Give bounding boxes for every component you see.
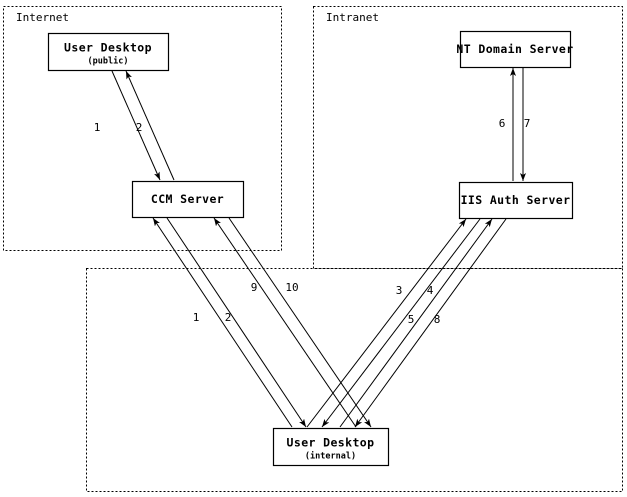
flow-step-label-flow-3: 3 (396, 284, 403, 297)
node-title-ccm-server: CCM Server (151, 192, 224, 206)
node-iis-auth-server[interactable]: IIS Auth Server (458, 181, 574, 220)
node-box-user-desktop-public[interactable] (47, 32, 170, 72)
zone-boundaries: Internet Intranet (3, 6, 623, 492)
node-ccm-server[interactable]: CCM Server (131, 180, 245, 219)
zone-boundary-internet (3, 6, 282, 251)
flow-step-label-flow-1-public: 1 (94, 121, 101, 134)
flow-step-label-flow-9: 9 (251, 281, 258, 294)
node-title-user-desktop-public: User Desktop (64, 41, 152, 55)
flow-step-label-flow-7: 7 (524, 117, 531, 130)
flow-step-labels: 1 2 6 7 1 2 9 10 3 4 5 8 (94, 117, 531, 326)
node-title-nt-domain-server: NT Domain Server (456, 42, 573, 56)
flow-step-label-flow-1-internal: 1 (193, 311, 200, 324)
node-subtitle-user-desktop-internal: (internal) (305, 451, 356, 462)
node-user-desktop-public[interactable]: User Desktop(public) (47, 32, 170, 72)
node-nt-domain-server[interactable]: NT Domain Server (456, 30, 573, 69)
flow-arrow-flow-2-internal (166, 217, 307, 428)
flow-step-label-flow-8: 8 (434, 313, 441, 326)
flow-arrow-flow-5 (339, 218, 493, 428)
node-title-user-desktop-internal: User Desktop (287, 436, 375, 450)
flow-step-label-flow-2-public: 2 (136, 121, 143, 134)
zone-boundary-internal (86, 268, 623, 492)
node-title-iis-auth-server: IIS Auth Server (461, 193, 571, 207)
flow-arrow-flow-3 (306, 218, 467, 428)
flow-step-label-flow-10: 10 (285, 281, 298, 294)
flow-step-label-flow-5: 5 (408, 313, 415, 326)
flow-arrow-flow-1-public (111, 70, 161, 181)
flow-arrow-flow-10 (228, 217, 372, 428)
node-user-desktop-internal[interactable]: User Desktop(internal) (272, 427, 390, 467)
flow-step-label-flow-2-internal: 2 (225, 311, 232, 324)
node-box-ccm-server[interactable] (131, 180, 245, 219)
flow-arrow-flow-1-internal (152, 217, 293, 428)
flow-arrow-flow-2-public (125, 70, 175, 181)
zone-label-intranet: Intranet (326, 11, 379, 24)
flow-arrow-flow-4 (321, 218, 481, 428)
zone-label-internet: Internet (16, 11, 69, 24)
node-box-nt-domain-server[interactable] (459, 30, 572, 69)
flow-arrow-flow-9 (213, 217, 357, 428)
node-subtitle-user-desktop-public: (public) (88, 56, 129, 67)
node-box-user-desktop-internal[interactable] (272, 427, 390, 467)
flow-step-label-flow-6: 6 (499, 117, 506, 130)
flow-arrows (111, 68, 526, 428)
flow-arrow-flow-8 (354, 218, 507, 428)
node-box-iis-auth-server[interactable] (458, 181, 574, 220)
flow-step-label-flow-4: 4 (427, 284, 434, 297)
